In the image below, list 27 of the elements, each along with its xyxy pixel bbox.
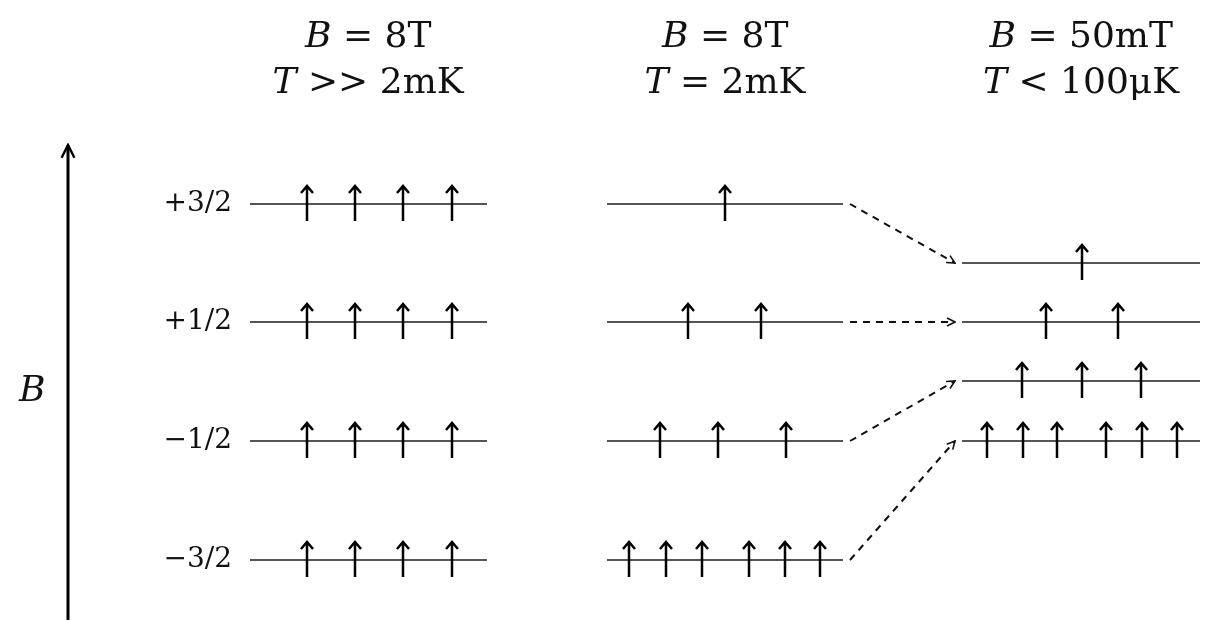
spin-state-label: −1/2 <box>163 422 233 455</box>
energy-level-line <box>607 203 843 205</box>
energy-level-line <box>962 440 1200 442</box>
energy-level-line <box>962 262 1200 264</box>
energy-level-line <box>250 559 487 561</box>
dashed-arrow <box>849 317 956 327</box>
energy-level-line <box>250 321 487 323</box>
energy-level-line <box>607 440 843 442</box>
dashed-arrow <box>849 380 956 442</box>
heading: T >> 2mK <box>272 60 464 101</box>
energy-level-line <box>250 440 487 442</box>
dashed-arrow <box>849 203 956 264</box>
heading: T = 2mK <box>644 60 806 101</box>
energy-level-line <box>962 380 1200 382</box>
heading: T < 100μK <box>983 60 1180 101</box>
heading: B = 8T <box>305 14 432 55</box>
spin-state-label: −3/2 <box>163 541 233 574</box>
axis-label: B <box>19 368 46 409</box>
energy-level-line <box>607 321 843 323</box>
dashed-arrow <box>849 440 956 561</box>
heading: B = 8T <box>662 14 789 55</box>
energy-level-line <box>962 321 1200 323</box>
energy-level-line <box>250 203 487 205</box>
energy-level-line <box>607 559 843 561</box>
spin-state-label: +1/2 <box>163 303 233 336</box>
spin-state-label: +3/2 <box>163 185 233 218</box>
heading: B = 50mT <box>989 14 1173 55</box>
